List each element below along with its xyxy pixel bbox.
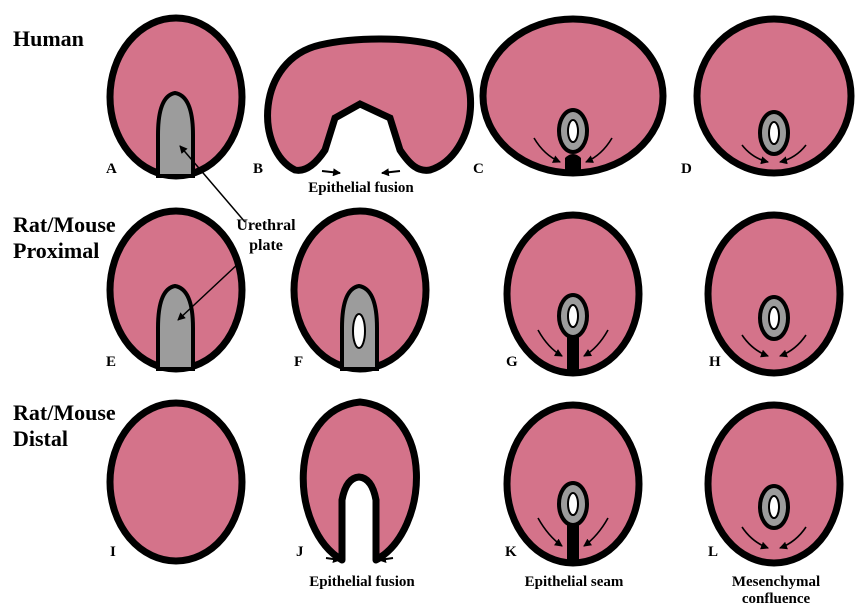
tissue-ellipse <box>110 403 242 561</box>
tissue-crescent <box>268 39 471 170</box>
panel-letter-d: D <box>681 161 692 178</box>
panel-e-diagram <box>110 211 242 369</box>
callout-line1: Urethral <box>226 216 306 236</box>
caption-mesenchymal-confluence: Mesenchymal confluence <box>718 574 834 608</box>
urethra-lumen <box>568 493 578 515</box>
panel-letter-e: E <box>106 354 116 371</box>
panel-letter-g: G <box>506 354 518 371</box>
caption-line1: Mesenchymal <box>718 574 834 591</box>
panel-letter-f: F <box>294 354 303 371</box>
panel-letter-l: L <box>708 544 718 561</box>
tissue-split-oval <box>303 402 416 560</box>
row-label-line1: Human <box>13 26 84 52</box>
fusion-arrow-left <box>322 171 340 173</box>
urethra-lumen <box>769 307 779 329</box>
panel-d-diagram <box>697 19 851 173</box>
urethra-lumen <box>769 496 779 518</box>
panel-a-diagram <box>110 18 242 176</box>
caption-epithelial-seam: Epithelial seam <box>509 574 639 591</box>
callout-line2: plate <box>226 236 306 256</box>
fusion-arrow-right <box>382 171 400 173</box>
row-label-line2: Distal <box>13 426 116 452</box>
tissue-ellipse <box>708 215 840 373</box>
panel-letter-k: K <box>505 544 517 561</box>
panel-c-diagram <box>483 19 663 173</box>
panel-letter-i: I <box>110 544 116 561</box>
panel-letter-j: J <box>296 544 304 561</box>
row-label-human: Human <box>13 26 84 52</box>
panel-letter-b: B <box>253 161 263 178</box>
urethra-lumen <box>568 305 578 327</box>
caption-epithelial-fusion-j: Epithelial fusion <box>297 574 427 591</box>
row-label-proximal: Rat/Mouse Proximal <box>13 212 116 264</box>
panel-letter-a: A <box>106 161 117 178</box>
panel-b-diagram <box>268 39 471 173</box>
panel-letter-h: H <box>709 354 721 371</box>
epithelial-tag <box>565 154 581 172</box>
urethra-lumen <box>568 120 578 142</box>
urethra-lumen <box>769 122 779 144</box>
callout-urethral-plate: Urethral plate <box>226 216 306 256</box>
panel-i-diagram <box>110 403 242 561</box>
row-label-distal: Rat/Mouse Distal <box>13 400 116 452</box>
panel-h-diagram <box>708 215 840 373</box>
panel-l-diagram <box>708 405 840 563</box>
row-label-line2: Proximal <box>13 238 116 264</box>
caption-line2: confluence <box>718 591 834 608</box>
urethral-plate <box>158 93 193 176</box>
panel-j-diagram <box>303 402 416 560</box>
panel-letter-c: C <box>473 161 484 178</box>
urethra-lumen <box>353 314 365 348</box>
panel-k-diagram <box>507 405 639 563</box>
row-label-line1: Rat/Mouse <box>13 212 116 238</box>
row-label-line1: Rat/Mouse <box>13 400 116 426</box>
panel-f-diagram <box>294 211 426 369</box>
caption-epithelial-fusion-b: Epithelial fusion <box>296 180 426 197</box>
panel-g-diagram <box>507 215 639 373</box>
urethral-plate <box>158 286 193 369</box>
